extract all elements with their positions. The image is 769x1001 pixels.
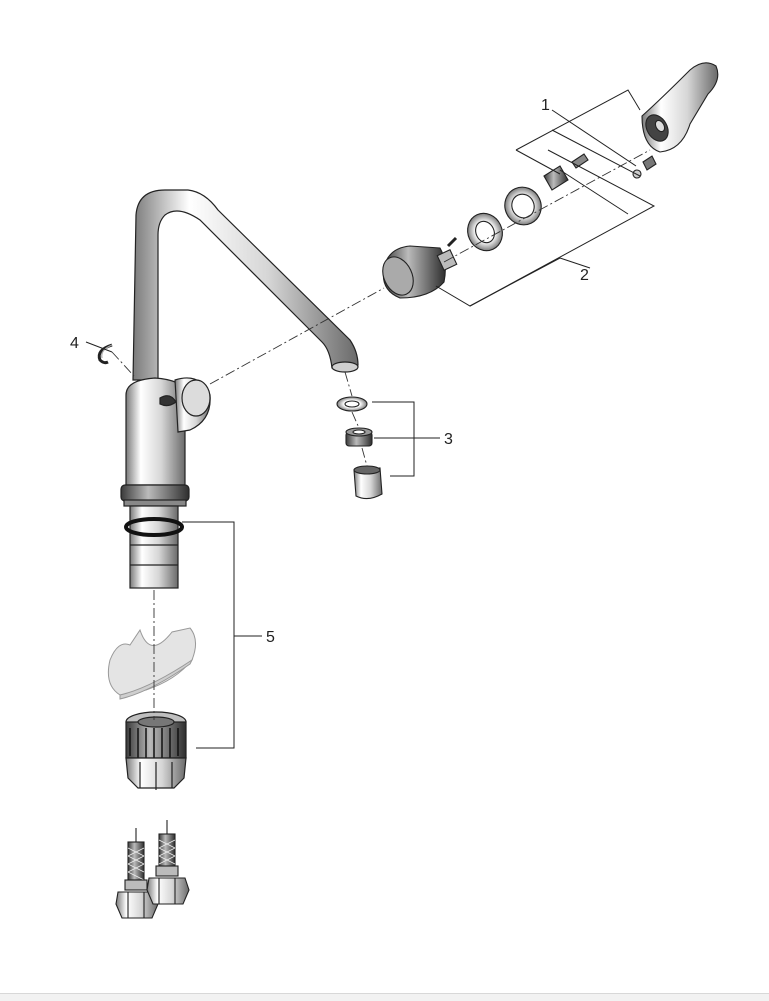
callout-4: 4 — [70, 335, 79, 352]
handle-parts — [543, 62, 719, 191]
aerator-housing — [353, 467, 383, 500]
callout-3: 3 — [444, 431, 453, 448]
mounting-nut — [125, 711, 187, 790]
callout-1: 1 — [541, 97, 550, 114]
supply-hoses — [115, 820, 190, 919]
aerator-parts — [336, 396, 383, 500]
spout-tube — [132, 189, 359, 381]
faucet-body — [120, 189, 359, 589]
callout-2: 2 — [580, 267, 589, 284]
retaining-clip — [97, 343, 113, 365]
hose-braid-left — [127, 841, 145, 881]
spout-tip — [331, 361, 359, 373]
cartridge-assembly — [382, 186, 542, 299]
hose-nut-right — [146, 877, 190, 905]
assembly-axes — [111, 149, 651, 720]
page-footer-strip — [0, 993, 769, 1001]
set-screw — [571, 153, 589, 169]
o-ring — [124, 517, 184, 537]
callout-5: 5 — [266, 629, 275, 646]
lever-adapter — [543, 165, 569, 191]
base-flange — [120, 484, 190, 502]
leader-lines — [85, 89, 656, 749]
countertop-cutaway — [107, 627, 196, 700]
